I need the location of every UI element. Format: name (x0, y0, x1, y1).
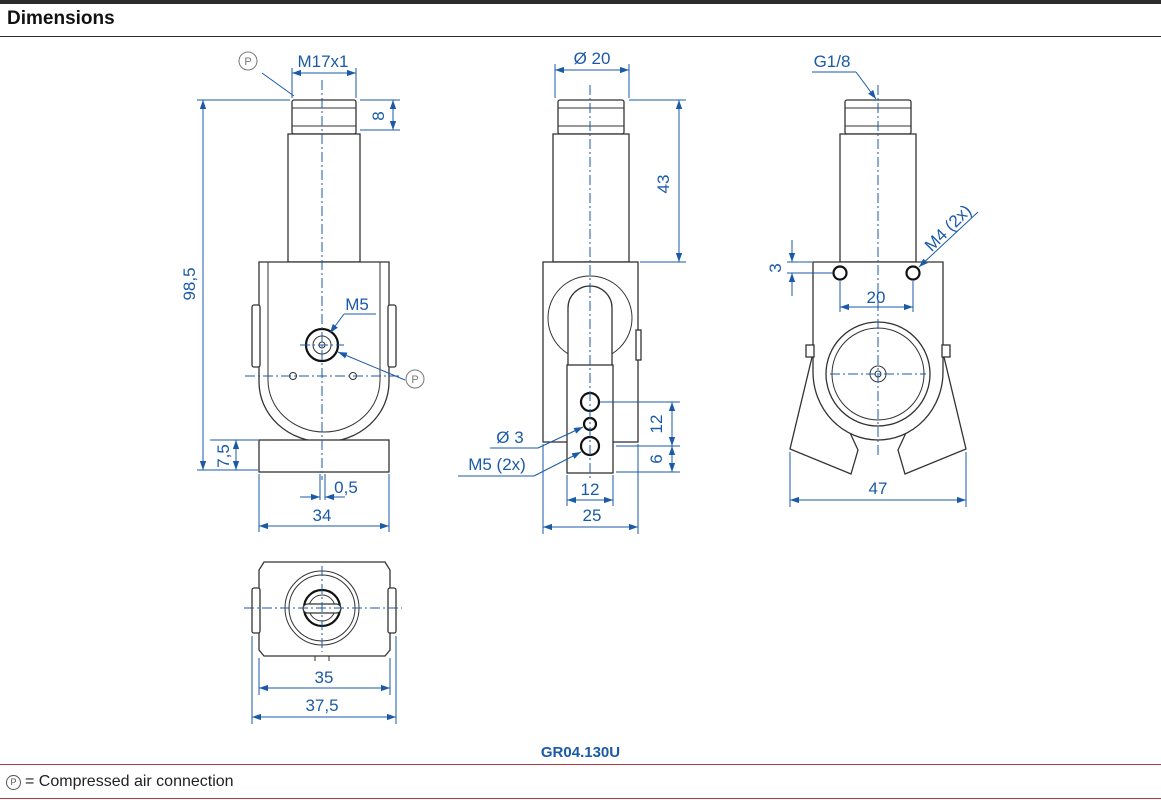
dim-front-port: M5 (345, 295, 369, 314)
dim-back-width: 47 (869, 479, 888, 498)
dim-bottom-outer: 37,5 (305, 696, 338, 715)
dim-side-hole-pitch: 12 (647, 415, 666, 434)
legend: P = Compressed air connection (6, 773, 234, 791)
bottom-view (244, 561, 402, 661)
pneumatic-marker-top: P (244, 56, 251, 68)
pneumatic-marker-port: P (411, 374, 418, 386)
model-number: GR04.130U (540, 744, 621, 761)
dim-side-len: 43 (654, 175, 673, 194)
front-dimensions: P M17x1 8 98,5 M5 P 7,5 0,5 34 (180, 51, 425, 532)
legend-divider (0, 764, 1161, 765)
back-view (789, 85, 967, 475)
dim-back-hole-spacing: 20 (867, 288, 886, 307)
dim-front-width: 34 (313, 506, 332, 525)
side-dimensions: Ø 20 43 Ø 3 M5 (2x) 12 6 12 25 (458, 49, 686, 534)
dim-side-dia: Ø 20 (574, 49, 611, 68)
dim-front-thread-len: 8 (369, 111, 388, 120)
dim-front-thread: M17x1 (297, 52, 348, 71)
dim-front-offset: 0,5 (334, 478, 358, 497)
top-border (0, 0, 1161, 4)
dim-side-width: 25 (583, 506, 602, 525)
dim-back-hole-offset: 3 (766, 263, 785, 272)
dim-back-holes: M4 (2x) (921, 201, 975, 255)
dim-front-base: 7,5 (214, 444, 233, 468)
front-view (245, 80, 400, 480)
dim-side-hole-spacing: 12 (581, 480, 600, 499)
dimension-drawing: P M17x1 8 98,5 M5 P 7,5 0,5 34 (180, 49, 979, 724)
section-title: Dimensions (7, 8, 115, 29)
dim-side-hole-thread: M5 (2x) (468, 455, 526, 474)
legend-text: = Compressed air connection (25, 773, 234, 790)
pneumatic-symbol-icon: P (6, 774, 21, 790)
title-divider (0, 36, 1161, 37)
bottom-dimensions: 35 37,5 (251, 636, 397, 724)
dim-front-height: 98,5 (180, 267, 199, 300)
dim-back-thread: G1/8 (814, 52, 851, 71)
dim-bottom-inner: 35 (315, 668, 334, 687)
dim-side-hole-dia: Ø 3 (496, 428, 523, 447)
bottom-divider (0, 798, 1161, 799)
dim-side-hole-offset: 6 (647, 454, 666, 463)
side-view (542, 85, 642, 480)
